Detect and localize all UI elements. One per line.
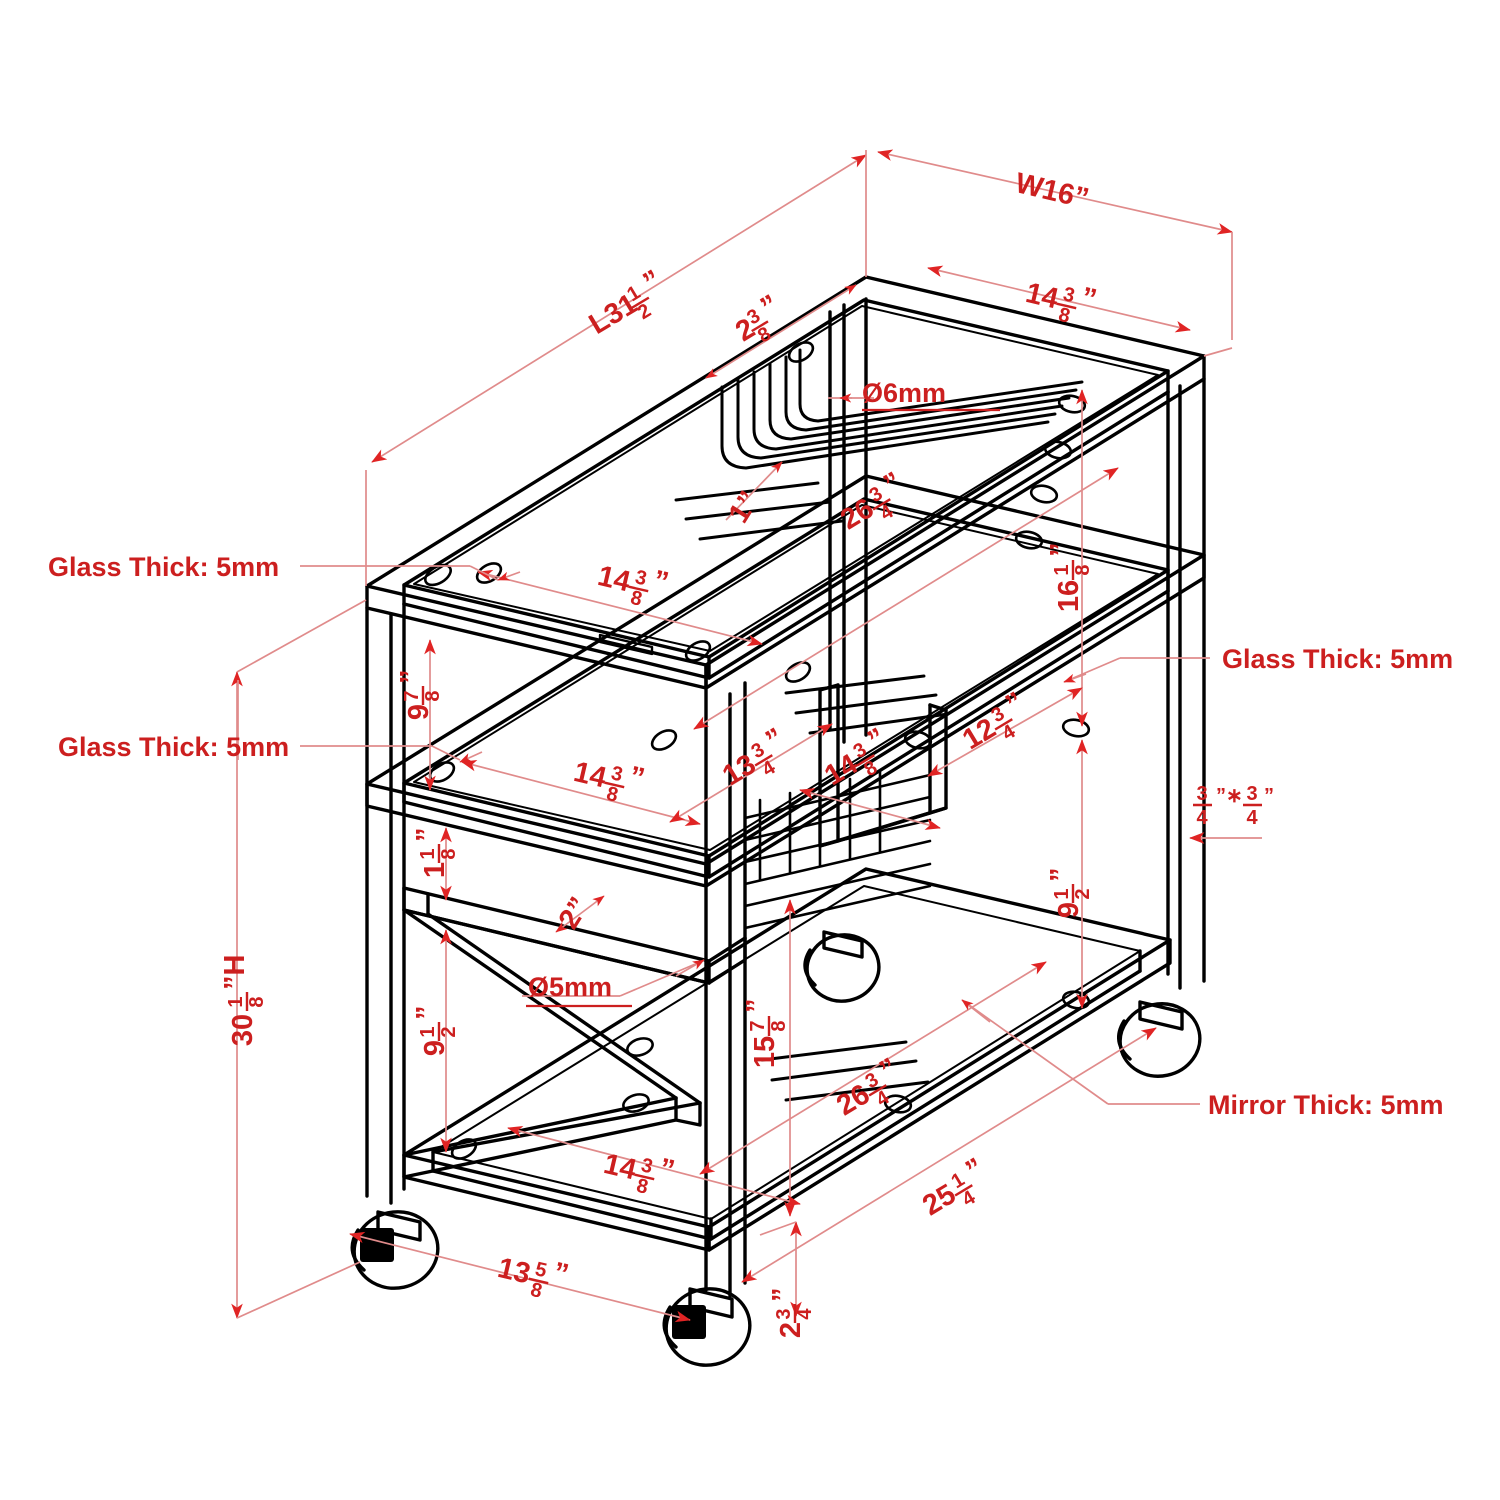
svg-text:8: 8 (1072, 564, 1094, 575)
svg-text:8: 8 (246, 996, 268, 1007)
svg-text:14: 14 (1023, 277, 1062, 315)
dim-top-depth-rear (927, 265, 1191, 333)
note-hole-d5: Ø5mm (528, 972, 612, 1002)
label-mid-gap: 9 7 8 ” (395, 670, 444, 721)
svg-text:”: ” (395, 670, 427, 685)
svg-text:4: 4 (1196, 807, 1208, 829)
svg-text:13: 13 (495, 1252, 534, 1290)
svg-text:1: 1 (417, 848, 439, 859)
label-bottom-to-mid: 15 7 8 ” (741, 999, 790, 1069)
label-lower-offset: 1 1 8 ” (411, 828, 460, 879)
svg-text:1: 1 (225, 996, 247, 1007)
note-glass-thick-top: Glass Thick: 5mm (48, 552, 279, 582)
svg-text:8: 8 (604, 783, 620, 807)
dim-base-length (741, 1027, 1157, 1283)
svg-text:8: 8 (438, 848, 460, 859)
svg-text:1: 1 (419, 862, 451, 878)
svg-text:”: ” (1264, 785, 1274, 807)
svg-text:1: 1 (417, 1026, 439, 1037)
svg-text:3: 3 (639, 1154, 655, 1178)
svg-text:”H: ”H (219, 955, 251, 990)
svg-text:1: 1 (1051, 564, 1073, 575)
svg-text:3: 3 (773, 1308, 795, 1319)
dim-overall-width (877, 149, 1233, 235)
svg-text:”: ” (741, 999, 773, 1014)
label-tube-section: 3 4 ”∗ 3 4 ” (1193, 783, 1274, 829)
note-leader-arrows (459, 393, 1087, 1023)
svg-text:14: 14 (571, 756, 610, 794)
svg-text:8: 8 (422, 690, 444, 701)
svg-text:8: 8 (634, 1175, 650, 1199)
dim-mid-shelf-b (799, 788, 941, 830)
svg-text:15: 15 (749, 1036, 781, 1068)
svg-text:3: 3 (1196, 783, 1207, 805)
dim-rack-spacing (725, 461, 783, 521)
label-lower-height: 9 1 2 ” (411, 1006, 460, 1057)
svg-text:”: ” (411, 828, 443, 843)
svg-text:4: 4 (794, 1308, 816, 1320)
svg-text:8: 8 (768, 1020, 790, 1031)
svg-text:7: 7 (747, 1020, 769, 1031)
note-glass-thick-right: Glass Thick: 5mm (1222, 644, 1453, 674)
label-top-depth-front: 14 3 8 ” (595, 560, 672, 611)
svg-text:30: 30 (227, 1014, 259, 1046)
svg-text:”: ” (1045, 868, 1077, 883)
svg-text:3: 3 (609, 762, 625, 786)
svg-text:2: 2 (438, 1026, 460, 1037)
svg-text:”∗: ”∗ (1216, 785, 1243, 807)
note-glass-thick-mid: Glass Thick: 5mm (58, 732, 289, 762)
svg-text:”: ” (1078, 282, 1099, 316)
svg-text:5: 5 (533, 1258, 549, 1282)
svg-text:3: 3 (633, 566, 649, 590)
label-bottom-depth: 14 3 8 ” (601, 1148, 678, 1199)
svg-text:14: 14 (601, 1148, 640, 1186)
svg-text:”: ” (550, 1257, 571, 1291)
svg-text:”: ” (656, 1153, 677, 1187)
label-mid-to-bottom: 9 1 2 ” (1045, 868, 1094, 919)
svg-text:9: 9 (403, 704, 435, 720)
svg-text:9: 9 (1053, 902, 1085, 918)
svg-text:14: 14 (595, 560, 634, 598)
svg-text:7: 7 (401, 690, 423, 701)
svg-text:8: 8 (1056, 304, 1072, 328)
svg-text:4: 4 (1246, 807, 1258, 829)
svg-text:2: 2 (775, 1322, 807, 1338)
label-caster-height: 2 3 4 ” (767, 1288, 816, 1339)
label-mid-shelf-depth: 14 3 8 ” (571, 756, 648, 807)
dim-overall-length (371, 154, 867, 463)
dim-base-depth (349, 1231, 691, 1323)
svg-text:8: 8 (528, 1279, 544, 1303)
svg-text:”: ” (626, 761, 647, 795)
svg-text:3: 3 (1246, 783, 1257, 805)
svg-text:”: ” (650, 565, 671, 599)
dim-top-offset (705, 284, 857, 379)
note-mirror-thick: Mirror Thick: 5mm (1208, 1090, 1444, 1120)
note-hole-d6: Ø6mm (862, 378, 946, 408)
svg-text:9: 9 (419, 1040, 451, 1056)
svg-text:”: ” (767, 1288, 799, 1303)
dim-mid-rail (669, 723, 833, 823)
svg-text:2: 2 (1072, 888, 1094, 899)
dim-bottom-depth (507, 1125, 801, 1207)
label-overall-height: 30 1 8 ”H (219, 955, 268, 1047)
label-top-depth-rear: 14 3 8 ” (1023, 277, 1100, 328)
dim-basket-width (927, 687, 1083, 777)
svg-text:”: ” (411, 1006, 443, 1021)
svg-text:8: 8 (628, 587, 644, 611)
svg-text:1: 1 (1051, 888, 1073, 899)
svg-text:16: 16 (1053, 580, 1085, 612)
dimension-lines (231, 149, 1262, 1323)
label-base-depth: 13 5 8 ” (495, 1252, 572, 1303)
svg-text:”: ” (1045, 543, 1077, 558)
dim-rail-gap (555, 895, 605, 933)
dim-top-shelf-length (693, 467, 1119, 730)
label-top-to-mid: 16 1 8 ” (1045, 543, 1094, 613)
svg-text:3: 3 (1061, 283, 1077, 307)
dim-mid-shelf-depth (461, 759, 701, 827)
